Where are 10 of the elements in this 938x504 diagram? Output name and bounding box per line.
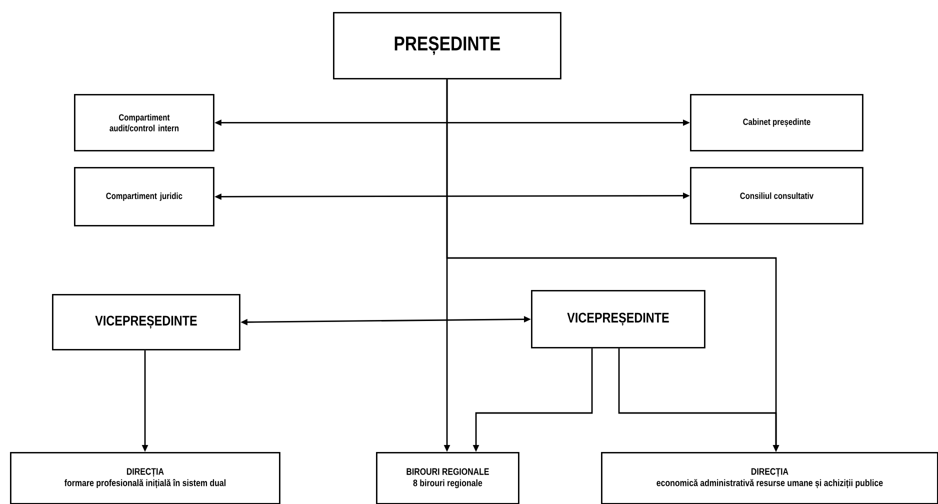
title-box: PREȘEDINTE: [333, 12, 562, 80]
vice-president-box: VICEPREȘEDINTE: [52, 294, 240, 350]
department-box: Compartiment audit/control intern: [74, 94, 214, 152]
regional-office-box: BIROURI REGIONALE 8 birouri regionale: [376, 452, 520, 504]
department-box: Cabinet președinte: [690, 94, 864, 152]
directorate-box: DIRECȚIA formare profesională inițială în sistem dual: [10, 452, 280, 504]
directorate-box: DIRECȚIA economică administrativă resurse umane și achiziții publice: [601, 452, 938, 504]
department-box: Consiliul consultativ: [690, 167, 864, 224]
department-box: Compartiment juridic: [74, 167, 214, 226]
vice-president-box: VICEPREȘEDINTE: [531, 290, 706, 348]
